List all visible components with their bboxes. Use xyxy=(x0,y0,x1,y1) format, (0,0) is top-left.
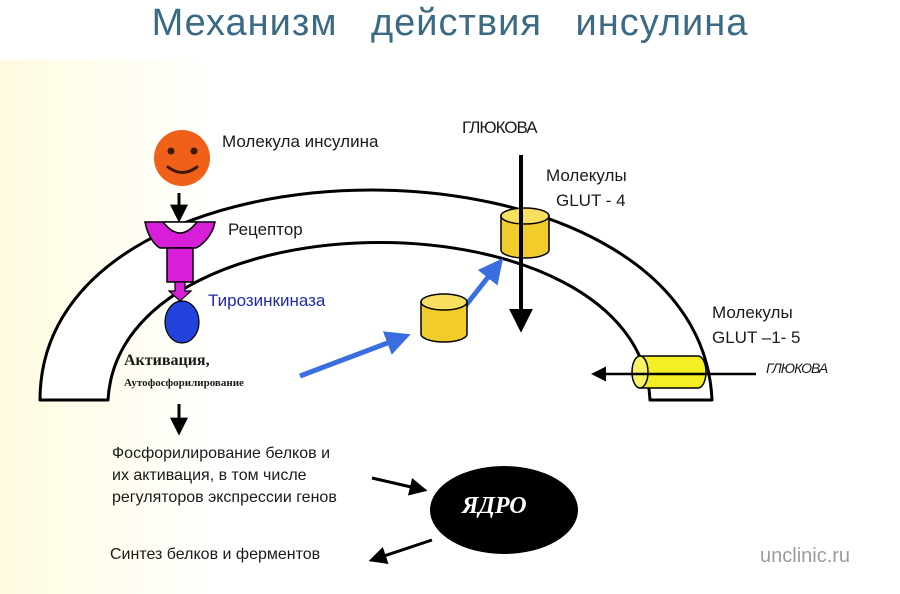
phosphorylation-line: регуляторов экспрессии генов xyxy=(112,489,337,506)
receptor-label: Рецептор xyxy=(228,220,303,239)
activation-label: Активация, xyxy=(124,352,210,369)
glut15-label-line1: Молекулы xyxy=(712,303,793,322)
insulin-molecule-label: Молекула инсулина xyxy=(222,132,379,151)
glut15-transporter-icon xyxy=(631,355,707,389)
nucleus-label: ЯДРО xyxy=(462,493,527,519)
arrow-phosphorylation-to-nucleus xyxy=(371,476,428,496)
glut15-label-line2: GLUT –1- 5 xyxy=(712,328,801,347)
phosphorylation-label: Фосфорилирование белков и их активация, … xyxy=(112,443,337,509)
arrow-activation-to-vesicle xyxy=(299,331,411,379)
glucose-right-label: ГЛЮКОВА xyxy=(766,360,828,376)
receptor-icon xyxy=(144,221,216,302)
arrow-vesicle-to-membrane xyxy=(461,258,504,311)
tyrosine-kinase-icon xyxy=(164,300,200,344)
autophosphorylation-label: Аутофосфорилирование xyxy=(124,377,244,389)
nucleus xyxy=(430,466,578,554)
glut4-transporter-icon xyxy=(500,207,550,259)
tyrosine-kinase-label: Тирозинкиназа xyxy=(208,291,326,310)
glucose-top-label: ГЛЮКОВА xyxy=(462,118,538,137)
watermark: unclinic.ru xyxy=(760,545,851,567)
glut4-vesicle-icon xyxy=(420,293,468,343)
phosphorylation-line: их активация, в том числе xyxy=(112,467,307,484)
glut4-label-line2: GLUT - 4 xyxy=(556,191,626,210)
glut4-label-line1: Молекулы xyxy=(546,166,627,185)
page-title: Механизм действия инсулина xyxy=(151,2,749,44)
insulin-molecule-icon xyxy=(154,130,210,186)
arrow-nucleus-to-synthesis xyxy=(368,538,433,564)
synthesis-label: Синтез белков и ферментов xyxy=(110,546,321,563)
phosphorylation-line: Фосфорилирование белков и xyxy=(112,445,331,462)
